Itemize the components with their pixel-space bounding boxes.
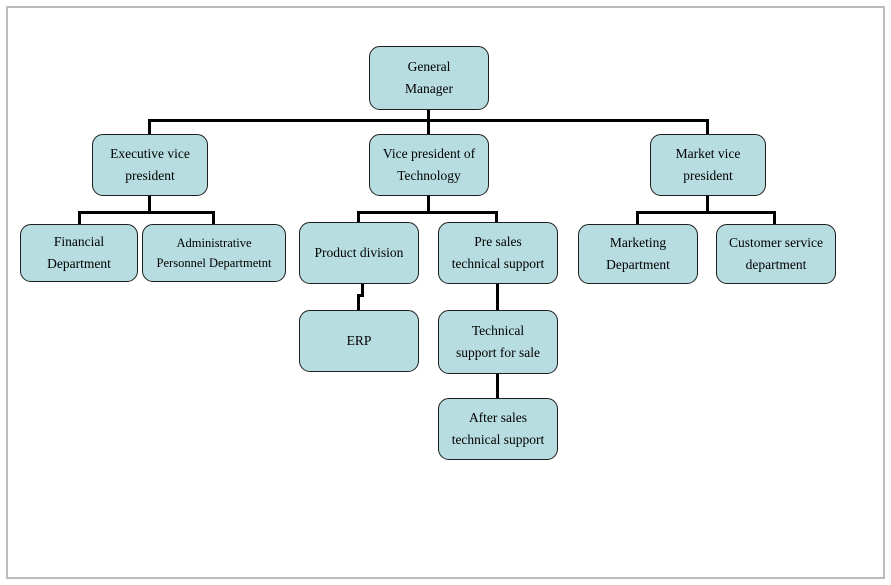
- node-label-line: technical support: [451, 256, 545, 271]
- connector-pre-to-tss: [496, 284, 499, 311]
- connector-prod-to-erp-upper: [361, 284, 364, 297]
- connector-tss-to-ats: [496, 374, 499, 399]
- node-label-line: Executive vice: [110, 146, 190, 162]
- page-frame-top-rule: [6, 6, 885, 8]
- node-vice-president-of-technology[interactable]: Vice president of Technology: [369, 134, 489, 196]
- node-label-line: president: [683, 168, 733, 183]
- node-label-line: Department: [606, 257, 670, 272]
- page-frame-bottom-rule: [6, 577, 885, 579]
- connector-mvp-stem: [706, 196, 709, 213]
- node-label-line: president: [125, 168, 175, 183]
- page-frame-right-rule: [883, 6, 885, 579]
- node-general-manager[interactable]: General Manager: [369, 46, 489, 110]
- node-technical-support-for-sale[interactable]: Technical support for sale: [438, 310, 558, 374]
- connector-mvp-to-cus: [773, 211, 776, 225]
- node-marketing-department[interactable]: Marketing Department: [578, 224, 698, 284]
- node-label-line: Personnel Departmetnt: [156, 256, 272, 270]
- connector-evp-bus: [78, 211, 215, 214]
- node-product-division[interactable]: Product division: [299, 222, 419, 284]
- node-label-line: Marketing: [609, 235, 667, 251]
- node-label-line: Customer service: [728, 235, 824, 251]
- node-financial-department[interactable]: Financial Department: [20, 224, 138, 282]
- node-pre-sales-technical-support[interactable]: Pre sales technical support: [438, 222, 558, 284]
- node-label-line: Technical: [471, 323, 525, 339]
- connector-evp-to-fin: [78, 211, 81, 225]
- connector-vpt-to-prod: [357, 211, 360, 224]
- connector-gm-to-mvp: [706, 119, 709, 135]
- node-label-line: Financial: [53, 234, 105, 250]
- node-label-line: General: [407, 59, 451, 75]
- node-label-line: Product division: [314, 245, 404, 261]
- node-administrative-personnel-department[interactable]: Administrative Personnel Departmetnt: [142, 224, 286, 282]
- connector-prod-to-erp-jog: [357, 294, 364, 297]
- connector-vpt-to-pre: [495, 211, 498, 224]
- node-label-line: ERP: [346, 333, 372, 349]
- node-executive-vice-president[interactable]: Executive vice president: [92, 134, 208, 196]
- connector-evp-to-adm: [212, 211, 215, 225]
- node-label-line: technical support: [451, 432, 545, 447]
- node-label-line: Pre sales: [474, 234, 522, 250]
- connector-vpt-stem: [427, 196, 430, 213]
- connector-gm-stem: [427, 110, 430, 122]
- connector-evp-stem: [148, 196, 151, 213]
- node-erp[interactable]: ERP: [299, 310, 419, 372]
- node-label-line: Administrative: [176, 235, 252, 250]
- node-label-line: Market vice: [675, 146, 741, 162]
- connector-mvp-to-mkt: [636, 211, 639, 225]
- node-label-line: Manager: [405, 81, 453, 96]
- node-customer-service-department[interactable]: Customer service department: [716, 224, 836, 284]
- node-after-sales-technical-support[interactable]: After sales technical support: [438, 398, 558, 460]
- connector-gm-to-evp: [148, 119, 151, 135]
- page-frame-left-rule: [6, 6, 8, 579]
- connector-prod-to-erp-lower: [357, 294, 360, 311]
- connector-vpt-bus: [357, 211, 498, 214]
- node-label-line: department: [745, 257, 807, 272]
- node-label-line: Vice president of: [382, 146, 476, 162]
- node-label-line: After sales: [468, 410, 528, 426]
- node-label-line: support for sale: [456, 345, 540, 360]
- connector-gm-to-vpt: [427, 119, 430, 135]
- node-label-line: Technology: [397, 168, 461, 183]
- node-market-vice-president[interactable]: Market vice president: [650, 134, 766, 196]
- connector-mvp-bus: [636, 211, 776, 214]
- node-label-line: Department: [47, 256, 111, 271]
